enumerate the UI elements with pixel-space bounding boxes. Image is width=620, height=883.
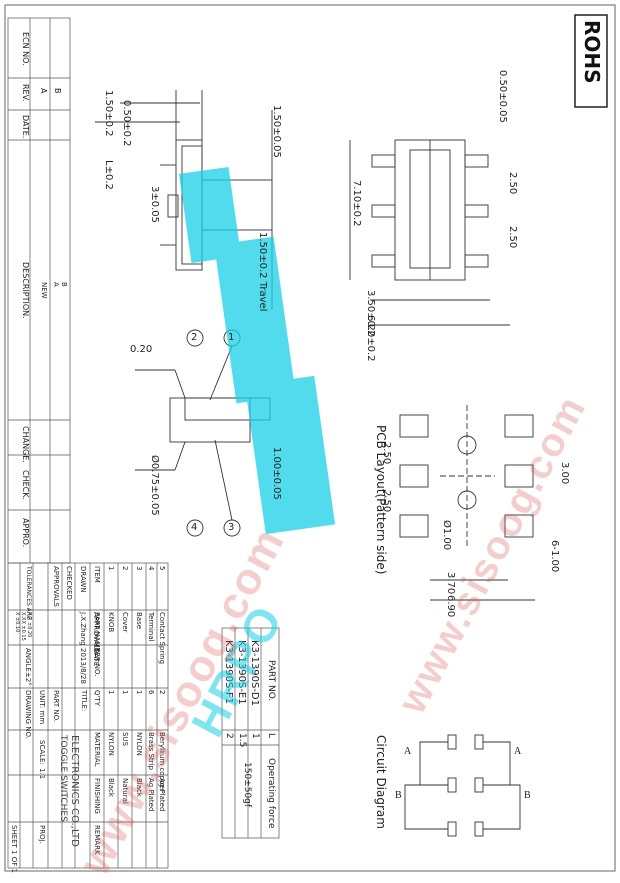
dim-body-height: 1.50±0.05 [271,105,282,158]
bom-row-4-item: 4 [147,566,155,571]
bom-row-3-name: Base [135,612,143,630]
callout-1: 1 [228,332,235,343]
bom-row-5-item: 5 [158,566,166,571]
callout-3: 3 [228,522,235,533]
part-row-2-l: 1.5 [237,733,247,748]
part-number-table [221,627,280,839]
bom-row-2-material: SUS [121,732,129,747]
title-product: TOGGLE SWITCHES [58,735,68,822]
rohs-label: ROHS [580,20,604,84]
header-change: CHANGE. [21,426,30,463]
rev-b: B [53,88,62,94]
title-label: TITLE: [80,690,88,712]
dim-top-left-width: 1.50±0.2 [103,90,114,137]
title-drawing-no: DRAWING NO. [24,690,32,739]
bom-row-3-item: 3 [135,566,143,571]
title-date-col: DATE [92,648,100,667]
rev-a: A [39,88,48,94]
title-drawn-by: J.X.Zhang [79,612,87,646]
circuit-label: Circuit Diagram [374,735,388,829]
title-approvals-col: APPROVALS [92,612,100,653]
title-checked: CHECKED [65,566,73,600]
header-rev: REV. [21,84,30,102]
bom-row-2-item: 2 [121,566,129,571]
title-proj: PROJ. [38,825,46,844]
dim-lead-offset: 0.20 [130,344,153,355]
title-scale-label: SCALE: [38,740,46,765]
title-drawn-date: 2013/8/28 [79,648,87,684]
title-tol-line-2: X.XX ±0.15 [20,612,26,641]
header-description: DESCRIPTION. [21,262,30,319]
rohs-frame [574,14,608,108]
dim-top-l: L±0.2 [103,160,114,190]
circuit-node-b-right: B [524,790,531,801]
top-view-drawing [349,139,510,326]
dim-overall-height: 7.10±0.2 [351,180,362,227]
title-tol-line-3: X ±0.10 [14,612,20,633]
bom-row-4-name: Terminal [147,612,155,642]
bom-row-3-qty: 1 [135,690,143,695]
dim-top-right-pad: 0.50±0.05 [497,70,508,123]
dim-travel: 1.50±0.2 Travel [257,232,268,312]
circuit-diagram [404,734,521,837]
title-company: ELECTRONICS CO.,LTD [69,735,80,847]
header-date: DATE. [21,115,30,139]
title-block-frame [7,562,169,869]
part-table-header-force: Operating force [266,758,276,829]
title-unit: UNIT: mm [38,690,46,725]
dim-pin-dia: Ø0.75±0.05 [149,455,160,516]
title-part-no: PART NO. [52,690,60,723]
pcb-layout-drawing [399,405,535,601]
title-drawn: DRAWN [79,566,87,593]
revision-block [7,17,71,564]
bom-row-1-name: KNOB [107,612,115,633]
part-force-value: 150±50gf [242,762,252,808]
bom-row-2-name: Cover [121,612,129,633]
circuit-node-a-left: A [404,746,412,757]
dim-pad-size: 6-1.00 [549,540,560,573]
dim-hole-dia: Ø1.00 [441,520,452,551]
title-scale-value: 1:1 [38,768,46,780]
title-angle-value: ±2° [24,672,32,686]
callout-2: 2 [191,332,198,343]
title-approvals: APPROVALS [52,566,60,607]
bom-row-5-name: Contact Spring [158,612,166,665]
dim-lead-pitch: 3±0.05 [149,186,160,224]
watermark-shapes [178,166,336,535]
bom-row-2-qty: 1 [121,690,129,695]
dim-knob-height: 1.00±0.05 [271,447,282,500]
circuit-node-b-left: B [395,790,402,801]
title-sheet: SHEET 1 OF 1 [10,825,18,873]
dim-knob-offset: 0.50±0.2 [121,100,132,147]
bom-header-qty: Q'TY [93,690,101,706]
bom-row-1-item: 1 [107,566,115,571]
bom-row-1-qty: 1 [107,690,115,695]
header-ecn: ECN NO. [21,32,30,66]
title-angle-label: ANGLE [24,648,32,672]
part-row-1-l: 1 [250,733,260,739]
pcb-layout-label: PCB Layout(Pattern side) [374,425,388,575]
header-check: CHECK. [21,470,30,501]
bom-header-item: ITEM [93,566,101,583]
circuit-node-a-right: A [514,746,522,757]
bom-row-1-material: NYLON [107,732,115,756]
header-appro: APPRO. [21,518,30,548]
part-table-header-l: L [266,733,276,739]
bom-header-material: MATERIAL [93,732,101,767]
rev-marker-a: A [52,282,60,287]
dim-pitch-2: 2.50 [507,226,518,249]
rev-marker-b: B [60,282,68,287]
dim-overall-width: 6.20±0.2 [365,315,376,362]
title-tol-line-1: X.X ±0.20 [26,612,32,638]
dim-pitch-1: 2.50 [507,172,518,195]
callout-4: 4 [191,522,198,533]
description-new: NEW [40,282,48,299]
bom-row-4-qty: 6 [147,690,155,695]
